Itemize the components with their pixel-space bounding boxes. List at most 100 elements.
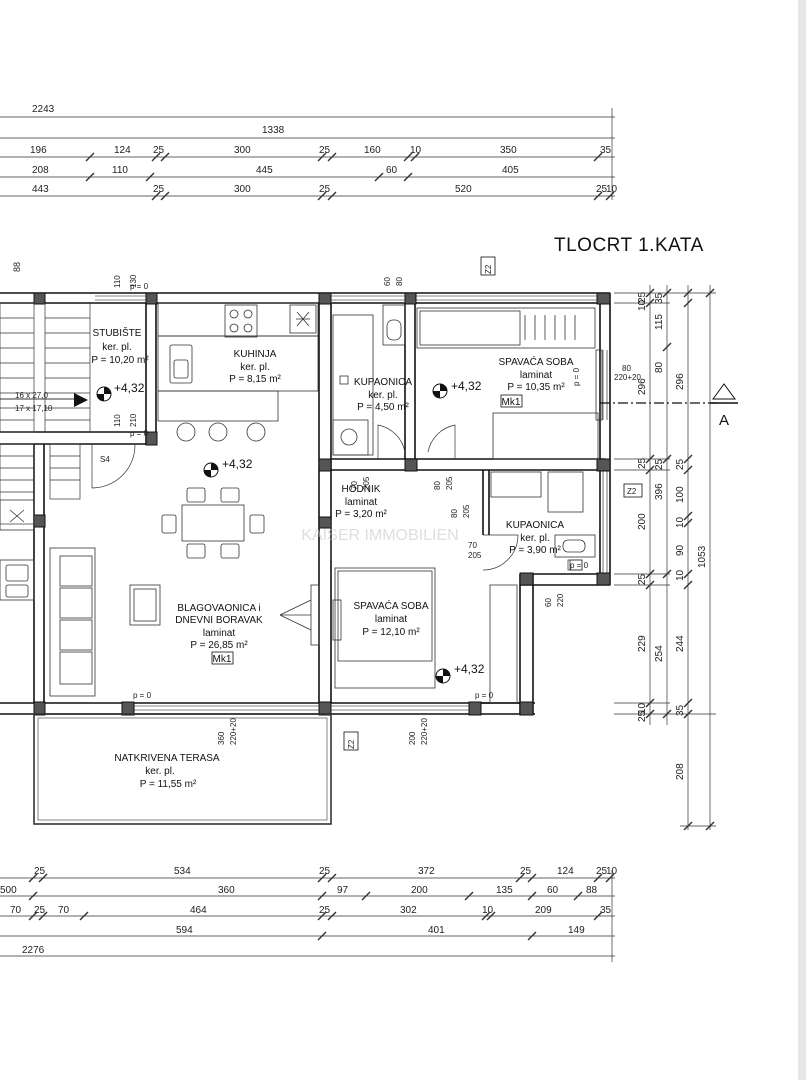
room-floor: ker. pl. <box>102 342 131 353</box>
dim-small: 220+20 <box>614 373 641 382</box>
room-tag: Mk1 <box>213 654 232 665</box>
dim-label: 200 <box>637 513 648 530</box>
page-edge <box>798 0 806 1080</box>
level-label: +4,32 <box>222 457 253 471</box>
dim-label: 594 <box>176 925 193 936</box>
room-kupaonica-2: KUPAONICA ker. pl. P = 3,90 m² <box>506 520 564 556</box>
dim-small: 110 <box>113 414 122 427</box>
dim-label: 25 <box>319 145 331 156</box>
level-marker <box>203 462 219 478</box>
dim-label: 10 <box>410 145 422 156</box>
dim-label: 10 <box>606 866 618 877</box>
room-name: NATKRIVENA TERASA <box>114 753 220 764</box>
room-spavaca-soba-2: SPAVAĆA SOBA laminat P = 12,10 m² <box>353 599 428 638</box>
dim-small: 60 <box>383 277 392 286</box>
stair-spec-1: 16 x 27,0 <box>15 391 48 400</box>
dim-label: 534 <box>174 866 191 877</box>
dim-label: 208 <box>32 165 49 176</box>
dim-small: 205 <box>445 476 454 490</box>
room-natkrivena-terasa: NATKRIVENA TERASA ker. pl. P = 11,55 m² <box>114 753 220 790</box>
room-hodnik: HODNIK laminat P = 3,20 m² <box>335 484 387 520</box>
dim-label: 350 <box>500 145 517 156</box>
small-annotations: p = 0 p = 0 p = 0 p = 0 p = 0 p = 0 80 2… <box>12 256 643 751</box>
dim-label: 445 <box>256 165 273 176</box>
dim-label: 25 <box>319 184 331 195</box>
doors <box>330 424 583 571</box>
dim-small: 210 <box>129 413 138 427</box>
room-kupaonica-1: KUPAONICA ker. pl. P = 4,50 m² <box>354 377 412 413</box>
dim-label: 70 <box>10 905 22 916</box>
dim-label: 209 <box>535 905 552 916</box>
dim-label: 25 <box>153 145 165 156</box>
dim-label: 160 <box>364 145 381 156</box>
room-area: P = 10,35 m² <box>507 382 565 393</box>
section-line: A <box>600 383 738 429</box>
dim-label: 2243 <box>32 104 55 115</box>
floor-level-note: p = 0 <box>570 561 589 570</box>
level-label: +4,32 <box>451 379 482 393</box>
dim-label: 360 <box>218 885 235 896</box>
dim-label: 60 <box>547 885 559 896</box>
room-area: P = 10,20 m² <box>91 355 149 366</box>
dim-label: 60 <box>386 165 398 176</box>
dim-small: 80 <box>622 364 631 373</box>
room-name: SPAVAĆA SOBA <box>353 599 428 612</box>
level-marker <box>96 386 112 402</box>
room-blagovaonica: BLAGOVAONICA i DNEVNI BORAVAK laminat P … <box>175 603 263 665</box>
tag-box <box>500 394 523 408</box>
dim-label: 10 <box>482 905 494 916</box>
stair-spec-2: 17 x 17,10 <box>15 404 53 413</box>
dim-label: 110 <box>112 165 128 176</box>
dim-label: 100 <box>675 486 686 503</box>
dim-label: 25 <box>637 710 648 722</box>
dim-label: 90 <box>675 544 686 556</box>
level-markers <box>96 383 451 684</box>
dining-table <box>161 487 265 559</box>
room-floor: laminat <box>375 614 407 625</box>
dim-label: 35 <box>600 145 612 156</box>
dim-label: 25 <box>637 573 648 585</box>
room-kuhinja: KUHINJA ker. pl. P = 8,15 m² <box>229 349 281 385</box>
floor-level-note: p = 0 <box>133 691 152 700</box>
terrace-inner <box>37 717 328 821</box>
dim-label: 196 <box>30 145 47 156</box>
tag-box <box>211 651 234 665</box>
dim-label: 10 <box>637 702 648 714</box>
dim-label: 124 <box>114 145 131 156</box>
dim-label: 10 <box>675 516 686 528</box>
room-floor: ker. pl. <box>368 390 397 401</box>
room-name-line1: BLAGOVAONICA i <box>177 603 260 614</box>
dim-label: 88 <box>586 885 598 896</box>
dim-label: 396 <box>654 483 665 500</box>
dim-label: 520 <box>455 184 472 195</box>
dim-label: 244 <box>675 635 686 652</box>
room-area: P = 3,90 m² <box>509 545 561 556</box>
dim-small: 130 <box>129 274 138 288</box>
dim-label: 25 <box>637 457 648 469</box>
floor-level-note: p = 0 <box>130 282 149 291</box>
room-tag: Mk1 <box>502 397 521 408</box>
dim-label: 296 <box>637 378 648 395</box>
room-area: P = 3,20 m² <box>335 509 387 520</box>
dim-label: 405 <box>502 165 519 176</box>
dim-label: 35 <box>675 704 686 716</box>
dim-small: 110 <box>113 275 122 288</box>
dim-label: 208 <box>675 763 686 780</box>
dim-label: 254 <box>654 645 665 662</box>
dim-small: 205 <box>362 476 371 490</box>
dim-small: 70 <box>468 541 477 550</box>
stair-code: S4 <box>100 455 110 464</box>
room-stubiste: STUBIŠTE ker. pl. P = 10,20 m² <box>91 326 149 366</box>
right-dimensions <box>614 285 716 831</box>
living-furniture <box>0 499 320 697</box>
room-floor: laminat <box>203 628 235 639</box>
room-name: KUPAONICA <box>506 520 564 531</box>
dim-label: 300 <box>234 145 251 156</box>
dim-label: 500 <box>0 885 17 896</box>
top-dimension-labels: 2243 1338 196 124 25 300 25 160 10 350 3… <box>30 104 618 195</box>
bathroom-2-fixtures <box>490 471 596 571</box>
level-label: +4,32 <box>454 662 485 676</box>
dim-label: 443 <box>32 184 49 195</box>
dim-label: 25 <box>596 184 608 195</box>
